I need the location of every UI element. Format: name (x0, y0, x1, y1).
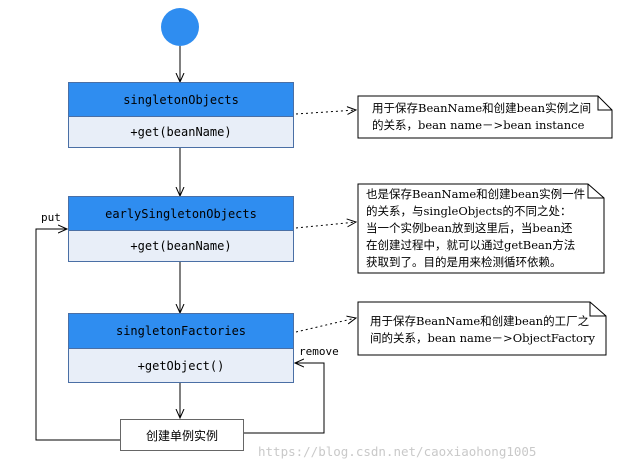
watermark: https://blog.csdn.net/caoxiaohong1005 (258, 444, 537, 459)
singleton-factories-node: singletonFactories +getObject() (68, 313, 294, 383)
singleton-factories-method: +getObject() (69, 349, 293, 382)
singleton-objects-method: +get(beanName) (69, 117, 293, 147)
dotted-arrow-note1 (295, 110, 356, 114)
note2-outline (357, 183, 605, 274)
put-label: put (41, 211, 61, 224)
singleton-factories-title: singletonFactories (69, 314, 293, 349)
create-instance-node: 创建单例实例 (120, 419, 244, 451)
early-singleton-objects-node: earlySingletonObjects +get(beanName) (68, 196, 294, 262)
note3-text: 用于保存BeanName和创建bean的工厂之 间的关系，bean name－>… (370, 314, 595, 345)
note2-text: 也是保存BeanName和创建bean实例一件 的关系，与singleObjec… (366, 187, 586, 269)
early-singleton-objects-title: earlySingletonObjects (69, 197, 293, 231)
early-singleton-objects-method: +get(beanName) (69, 231, 293, 261)
put-connector (35, 229, 120, 441)
note1-text: 用于保存BeanName和创建bean实例之间 的关系，bean name－>b… (372, 101, 592, 132)
remove-label: remove (299, 345, 339, 358)
singleton-objects-title: singletonObjects (69, 83, 293, 117)
dotted-arrow-note3 (295, 318, 356, 333)
start-node (161, 8, 199, 46)
dotted-arrow-note2 (295, 222, 356, 229)
remove-connector (244, 363, 325, 434)
note1-outline (357, 95, 613, 139)
singleton-objects-node: singletonObjects +get(beanName) (68, 82, 294, 148)
note3-outline (357, 301, 607, 356)
